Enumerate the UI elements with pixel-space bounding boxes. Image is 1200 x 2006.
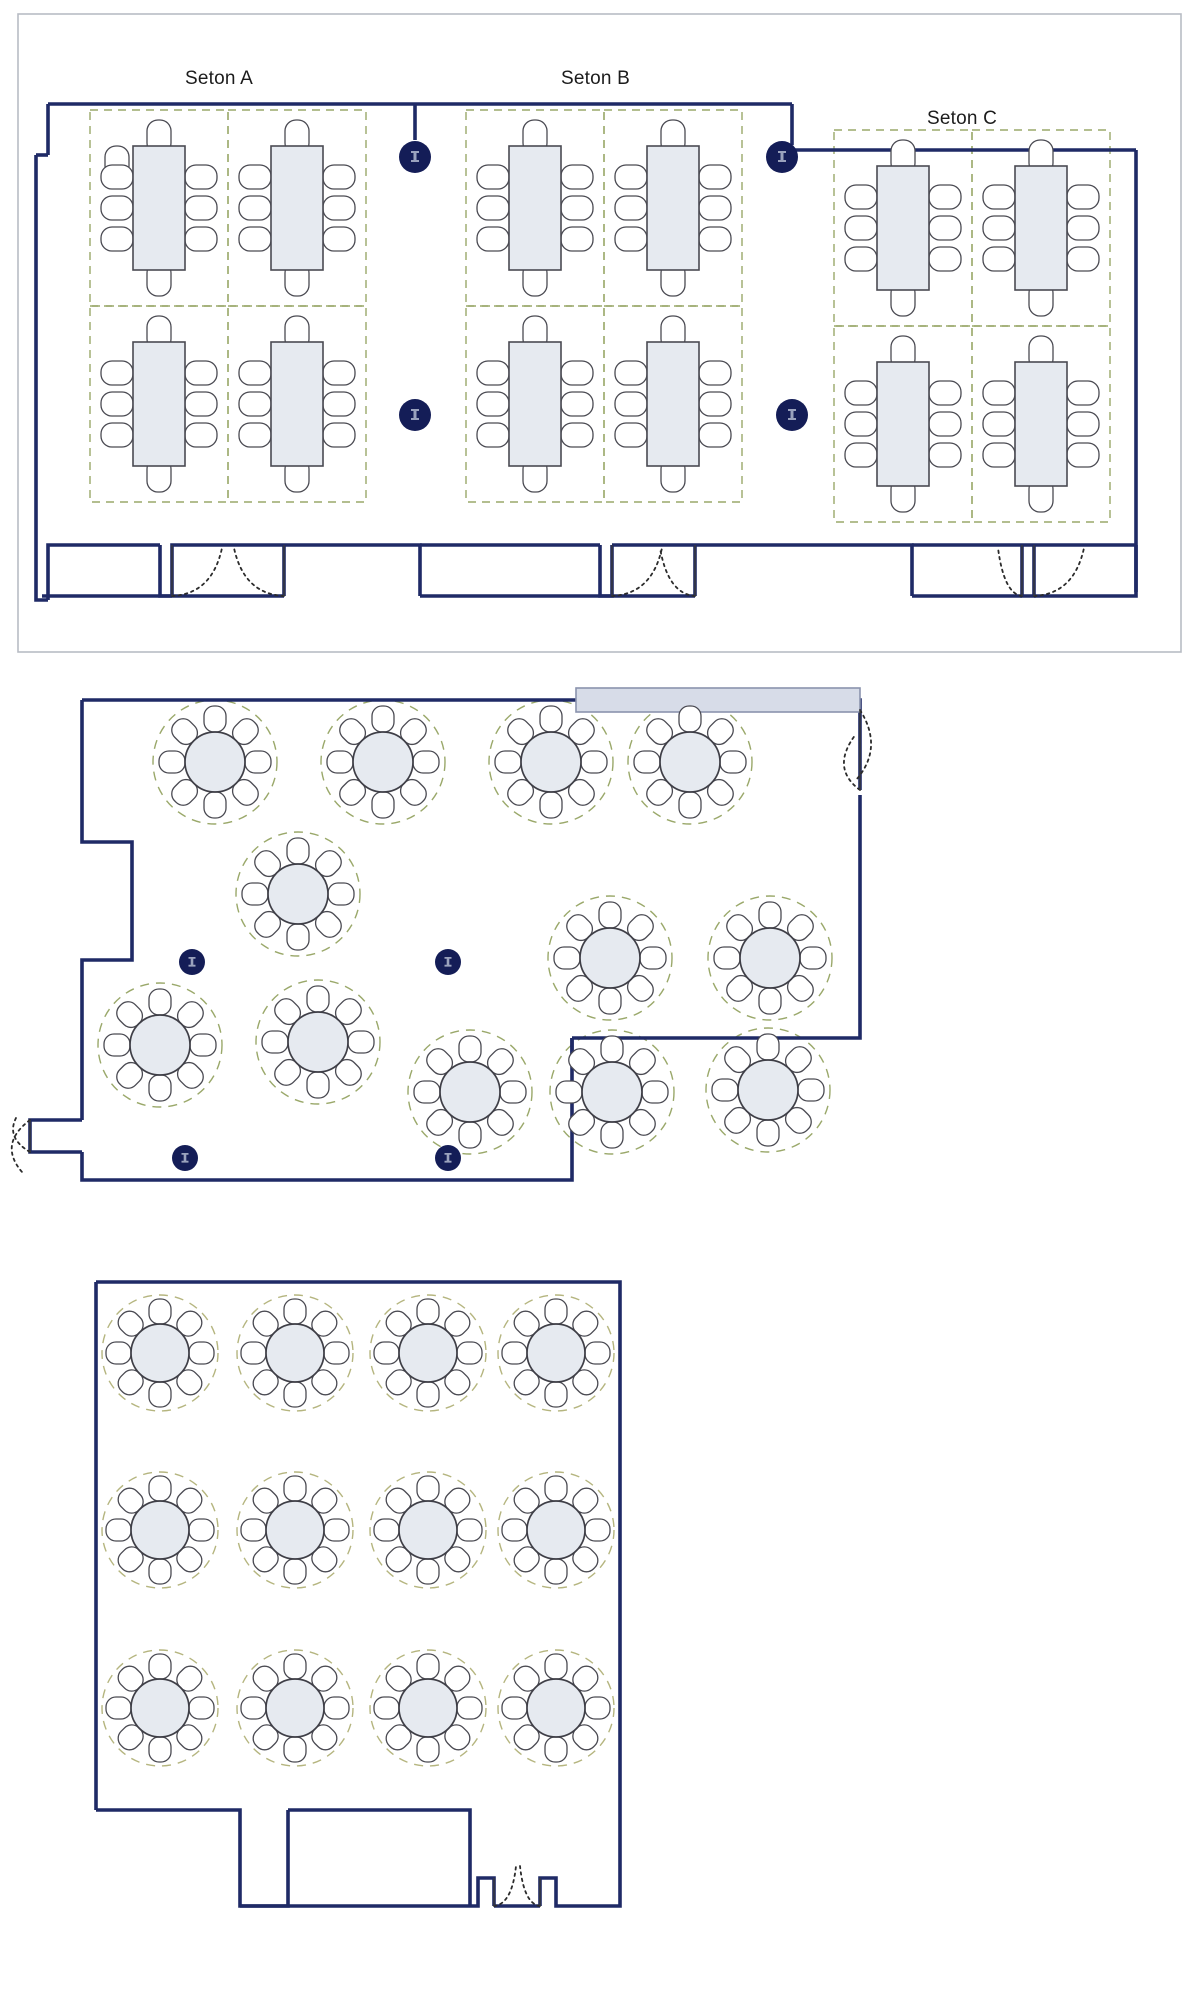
door-leaves [171,545,1035,596]
pillar-icon [435,949,461,975]
walls [34,102,1138,602]
table-round [494,705,608,819]
table-round [240,1475,350,1585]
table-round [713,901,827,1015]
floor-plan-lower-hall[interactable] [0,1258,1200,2006]
table-rect [100,119,218,297]
table-round [105,1475,215,1585]
table-round [501,1475,611,1585]
door-leaves [29,710,861,1152]
table-round [373,1298,483,1408]
table-round [501,1653,611,1763]
pillar-icon [399,399,431,431]
table-round [373,1475,483,1585]
table-round [105,1298,215,1408]
pillar-icon [776,399,808,431]
walls [94,1280,622,1908]
table-round [240,1653,350,1763]
table-round [553,901,667,1015]
pillar-icon [179,949,205,975]
table-round [261,985,375,1099]
table-round [633,705,747,819]
table-round [158,705,272,819]
banquet-tables-rect[interactable] [100,119,1100,513]
table-round [373,1653,483,1763]
table-rect [982,139,1100,317]
table-round [326,705,440,819]
door-arcs [493,1865,541,1907]
table-rect [100,315,218,493]
pillar-icon [435,1145,461,1171]
table-round [501,1298,611,1408]
table-rect [238,119,356,297]
door-arcs [10,709,872,1173]
table-round [711,1033,825,1147]
table-rect [614,119,732,297]
table-round [241,837,355,951]
section-label-seton-a: Seton A [185,68,253,89]
door-arcs [171,547,1085,597]
table-rect [844,335,962,513]
table-round [103,988,217,1102]
floor-plan-seton-abc[interactable] [0,0,1200,660]
table-round [240,1298,350,1408]
pillar-icon [766,141,798,173]
table-rect [844,139,962,317]
table-rect [476,315,594,493]
pillar-markers[interactable] [172,949,461,1171]
table-rect [982,335,1100,513]
stage-bar[interactable] [575,687,861,713]
door-leaves [493,1878,541,1906]
table-rect [614,315,732,493]
banquet-tables-round[interactable] [105,1298,611,1763]
pillar-markers[interactable] [399,141,808,431]
section-label-seton-c: Seton C [927,108,998,129]
pillar-icon [172,1145,198,1171]
table-round [413,1035,527,1149]
pillar-icon [399,141,431,173]
banquet-tables-round[interactable] [103,705,827,1149]
section-label-seton-b: Seton B [561,68,631,89]
table-round [555,1035,669,1149]
floor-plan-middle-hall[interactable] [0,660,1200,1260]
table-rect [238,315,356,493]
table-round [105,1653,215,1763]
table-rect [476,119,594,297]
